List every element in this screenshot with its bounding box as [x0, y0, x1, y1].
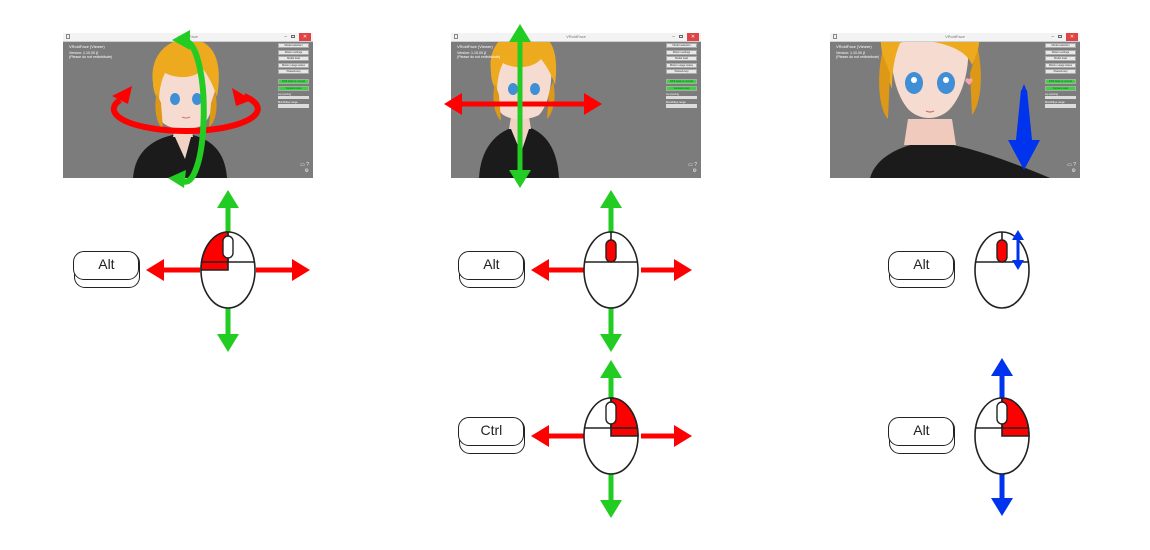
corner-screen-icon[interactable]: ▭ ? [688, 162, 697, 168]
slider-label: Mouth/Eye range [278, 101, 298, 105]
menu-button[interactable]: Model load [666, 56, 697, 62]
ctrl-key: Ctrl [458, 417, 525, 454]
window-title: VRoidFace [566, 34, 586, 39]
corner-controls[interactable]: ▭ ? ⚙ [1067, 162, 1076, 174]
side-menu: Model selection Motion settings Model lo… [278, 43, 309, 109]
mouse-icon [531, 190, 692, 352]
menu-button-green[interactable]: Camera reset [278, 85, 309, 91]
app-icon [454, 34, 458, 39]
maximize-icon[interactable] [679, 35, 683, 38]
slider-label: Lip syncing [666, 92, 679, 96]
menu-button[interactable]: Motion settings [278, 49, 309, 55]
menu-button[interactable]: Model selection [1045, 43, 1076, 48]
close-icon[interactable]: ✕ [1066, 33, 1078, 41]
alt-key: Alt [458, 251, 525, 288]
menu-button[interactable]: Model selection [666, 43, 697, 48]
version-line: Version: 1.10.00 β [457, 51, 487, 55]
alt-key: Alt [888, 251, 955, 288]
mouse-icon [146, 190, 310, 352]
menu-button[interactable]: Model load [278, 56, 309, 62]
slider-label: Mouth/Eye range [1045, 101, 1065, 105]
menu-button[interactable]: Pause/Loop [666, 69, 697, 75]
version-info: Version: 1.10.00 β (Please do not redist… [836, 51, 896, 60]
window-titlebar[interactable]: VRoidFace – ✕ [451, 33, 701, 42]
minimize-icon[interactable]: – [1051, 34, 1054, 40]
menu-button[interactable]: Motion usage status [666, 62, 697, 68]
app-name: VRoidFace (Viewer) [69, 44, 105, 49]
slider[interactable] [278, 104, 309, 108]
menu-button-green[interactable]: Shift back to normal [666, 78, 697, 84]
orbit-vertical-icon [168, 30, 207, 188]
version-info: Version: 1.10.00 β (Please do not redist… [69, 51, 129, 60]
mouse-icon [531, 360, 692, 518]
version-line: Version: 1.10.00 β [836, 51, 866, 55]
settings-icon[interactable]: ⚙ [1071, 168, 1076, 174]
pan-vertical-icon [509, 24, 531, 188]
slider-label: Lip syncing [1045, 92, 1058, 96]
menu-button-green[interactable]: Camera reset [1045, 85, 1076, 91]
corner-controls[interactable]: ▭ ? ⚙ [688, 162, 697, 174]
alt-key: Alt [888, 417, 955, 454]
character-figure [479, 33, 559, 178]
settings-icon[interactable]: ⚙ [304, 168, 309, 174]
slider[interactable] [278, 95, 309, 100]
pan-horizontal-icon [444, 93, 602, 115]
menu-button-green[interactable]: Shift back to normal [1045, 78, 1076, 84]
corner-screen-icon[interactable]: ▭ ? [1067, 162, 1076, 168]
character-figure [870, 33, 1050, 178]
side-menu: Model selection Motion settings Model lo… [666, 43, 697, 109]
minimize-icon[interactable]: – [284, 34, 287, 40]
minimize-icon[interactable]: – [672, 34, 675, 40]
note-line: (Please do not redistribute) [836, 55, 880, 60]
app-icon [833, 34, 837, 39]
close-icon[interactable]: ✕ [299, 33, 311, 41]
slider-label: Mouth/Eye range [666, 101, 686, 105]
menu-button[interactable]: Model load [1045, 56, 1076, 62]
viewport-rotate[interactable]: VRoidFace – ✕ VRoidFace (Viewer) Version… [63, 33, 313, 178]
app-name: VRoidFace (Viewer) [457, 44, 493, 49]
corner-screen-icon[interactable]: ▭ ? [300, 162, 309, 168]
maximize-icon[interactable] [291, 35, 295, 38]
alt-key: Alt [73, 251, 140, 288]
menu-button[interactable]: Model selection [278, 43, 309, 48]
note-line: (Please do not redistribute) [69, 55, 113, 60]
window-titlebar[interactable]: VRoidFace – ✕ [830, 33, 1080, 42]
maximize-icon[interactable] [1058, 35, 1062, 38]
zoom-arrow-icon [1008, 84, 1040, 170]
slider[interactable] [666, 104, 697, 108]
orbit-horizontal-icon [110, 86, 261, 134]
slider[interactable] [666, 95, 697, 100]
mouse-icon [974, 358, 1030, 516]
mouse-icon [974, 230, 1030, 309]
window-title: VRoidFace [945, 34, 965, 39]
version-info: Version: 1.10.00 β (Please do not redist… [457, 51, 517, 60]
menu-button[interactable]: Pause/Loop [278, 69, 309, 75]
viewport-zoom[interactable]: VRoidFace – ✕ VRoidFace (Viewer) Version… [830, 33, 1080, 178]
menu-button[interactable]: Pause/Loop [1045, 69, 1076, 75]
slider[interactable] [1045, 104, 1076, 108]
menu-button-green[interactable]: Camera reset [666, 85, 697, 91]
side-menu: Model selection Motion settings Model lo… [1045, 43, 1076, 109]
menu-button[interactable]: Motion usage status [1045, 62, 1076, 68]
app-name: VRoidFace (Viewer) [836, 44, 872, 49]
menu-button[interactable]: Motion settings [1045, 49, 1076, 55]
menu-button[interactable]: Motion settings [666, 49, 697, 55]
menu-button[interactable]: Motion usage status [278, 62, 309, 68]
corner-controls[interactable]: ▭ ? ⚙ [300, 162, 309, 174]
close-icon[interactable]: ✕ [687, 33, 699, 41]
note-line: (Please do not redistribute) [457, 55, 501, 60]
menu-button-green[interactable]: Shift back to normal [278, 78, 309, 84]
slider[interactable] [1045, 95, 1076, 100]
app-icon [66, 34, 70, 39]
slider-label: Lip syncing [278, 92, 291, 96]
version-line: Version: 1.10.00 β [69, 51, 99, 55]
settings-icon[interactable]: ⚙ [692, 168, 697, 174]
